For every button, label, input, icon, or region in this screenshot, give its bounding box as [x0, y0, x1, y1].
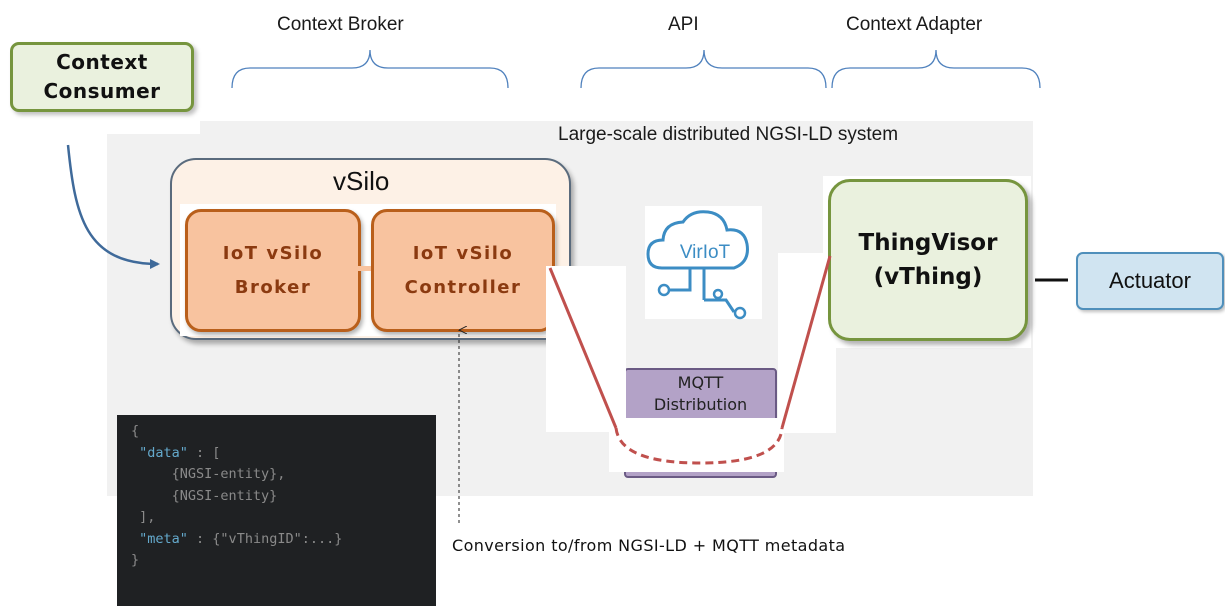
system-background-top — [200, 121, 1033, 151]
mqtt-pipe-bottom — [614, 427, 784, 465]
controller-line1: IoT vSilo — [412, 243, 514, 265]
code-snippet: { "data" : [ {NGSI-entity}, {NGSI-entity… — [117, 415, 436, 606]
code-line: "data" : [ — [139, 444, 221, 461]
code-line: { — [131, 423, 140, 439]
iot-vsilo-broker-box: IoT vSilo Broker — [185, 209, 361, 332]
code-line: {NGSI-entity} — [131, 487, 278, 504]
consumer-to-vsilo-arrow — [66, 144, 160, 269]
cloud-network-icon — [646, 210, 749, 320]
label-context-broker: Context Broker — [277, 14, 404, 35]
thingvisor-box: ThingVisor (vThing) — [828, 179, 1028, 341]
thingvisor-line1: ThingVisor — [858, 229, 998, 256]
virtiot-logo-text: VirIoT — [679, 242, 731, 263]
code-line: "meta" : {"vThingID":...} — [139, 530, 343, 547]
mqtt-line1: MQTT — [677, 373, 724, 392]
code-line: ], — [131, 509, 156, 525]
system-title: Large-scale distributed NGSI-LD system — [558, 124, 899, 145]
broker-controller-connector — [355, 266, 371, 271]
conversion-note: Conversion to/from NGSI-LD + MQTT metada… — [452, 536, 846, 555]
context-consumer-box: Context Consumer — [10, 42, 194, 112]
mqtt-line2: Distribution — [653, 394, 748, 414]
brace-api — [580, 49, 827, 89]
code-line: {NGSI-entity}, — [131, 466, 286, 482]
brace-context-broker — [231, 49, 509, 89]
context-consumer-line2: Consumer — [43, 79, 161, 103]
context-consumer-line1: Context — [56, 50, 148, 74]
label-context-adapter: Context Adapter — [846, 14, 983, 35]
mqtt-pipe-right — [780, 255, 832, 429]
broker-line2: Broker — [234, 276, 312, 298]
actuator-box: Actuator — [1076, 252, 1224, 310]
label-api: API — [668, 14, 699, 35]
mqtt-pipe-left — [548, 267, 618, 429]
code-line: } — [131, 552, 140, 568]
brace-context-adapter — [831, 49, 1041, 89]
broker-line1: IoT vSilo — [222, 243, 324, 265]
thingvisor-line2: (vThing) — [873, 264, 983, 290]
vsilo-title: vSilo — [333, 166, 390, 196]
controller-line2: Controller — [404, 276, 522, 298]
